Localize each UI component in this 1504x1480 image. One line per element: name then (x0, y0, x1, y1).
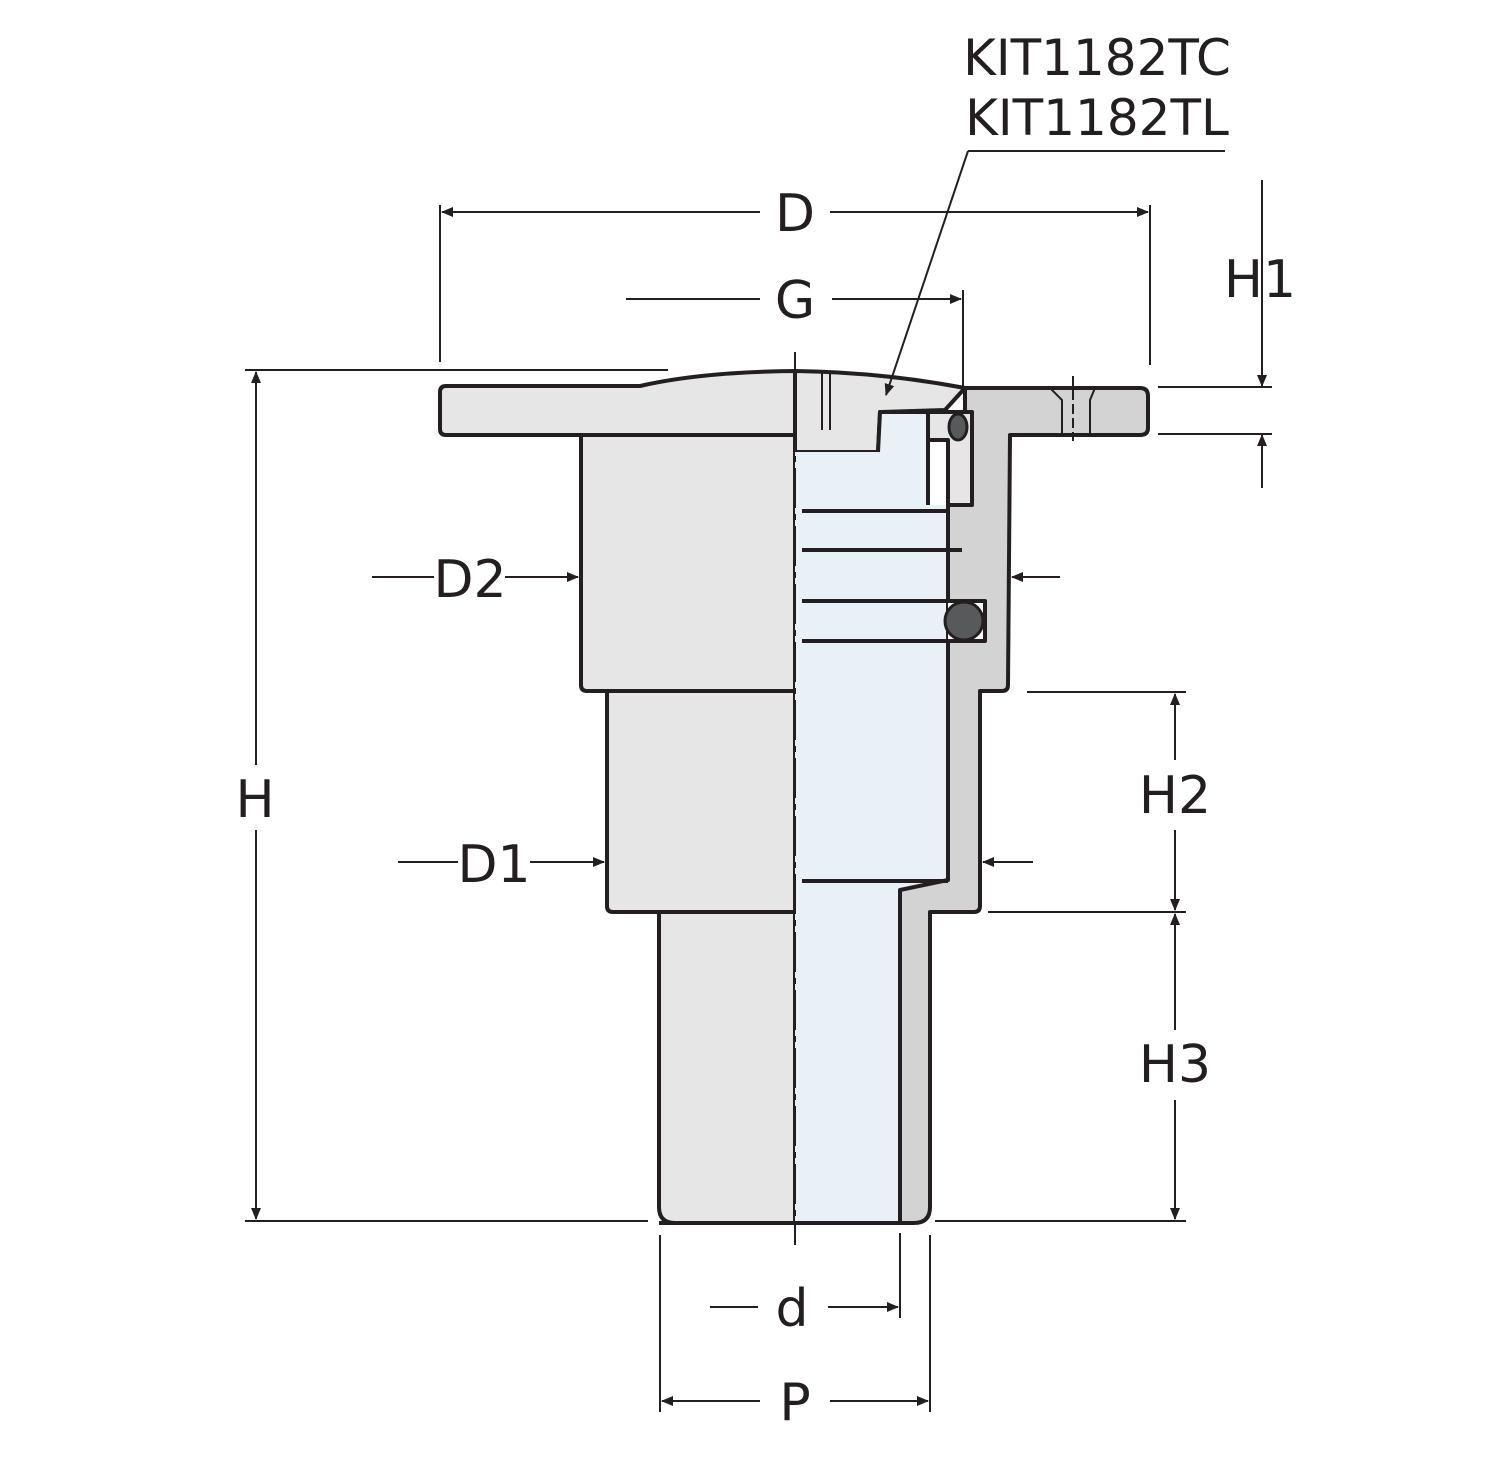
dimension-p (659, 1235, 931, 1412)
bolt-hole (1049, 387, 1096, 435)
label-h2: H2 (1139, 766, 1211, 826)
dimension-h2-h3 (935, 691, 1186, 1222)
fitting-section (659, 369, 1150, 1225)
flange-left (438, 369, 797, 437)
fitting-body (438, 369, 797, 1225)
upper-cylinder (579, 433, 797, 693)
dimension-h-total (245, 369, 668, 1222)
part-code-tc: KIT1182TC (963, 29, 1231, 87)
label-g: G (775, 271, 815, 331)
lower-spigot (657, 910, 797, 1225)
label-h3: H3 (1139, 1035, 1211, 1095)
dimension-small-d (710, 1233, 901, 1318)
dimension-h1 (1158, 180, 1272, 488)
bore (795, 412, 948, 1223)
label-d2: D2 (433, 550, 506, 610)
dimension-d (439, 205, 1151, 365)
section-wall (898, 386, 1150, 1225)
label-d: D (775, 184, 815, 244)
label-small-d: d (775, 1279, 808, 1339)
label-h1: H1 (1224, 250, 1296, 310)
o-ring (943, 600, 985, 642)
bore-step-line (876, 410, 930, 505)
label-p: P (779, 1373, 810, 1433)
dimension-g (626, 290, 964, 388)
middle-cylinder (605, 689, 797, 914)
label-d1: D1 (457, 835, 530, 895)
part-code-tl: KIT1182TL (965, 89, 1229, 147)
small-seal (947, 412, 969, 442)
kit-leader (884, 150, 1225, 396)
label-h: H (235, 770, 274, 830)
